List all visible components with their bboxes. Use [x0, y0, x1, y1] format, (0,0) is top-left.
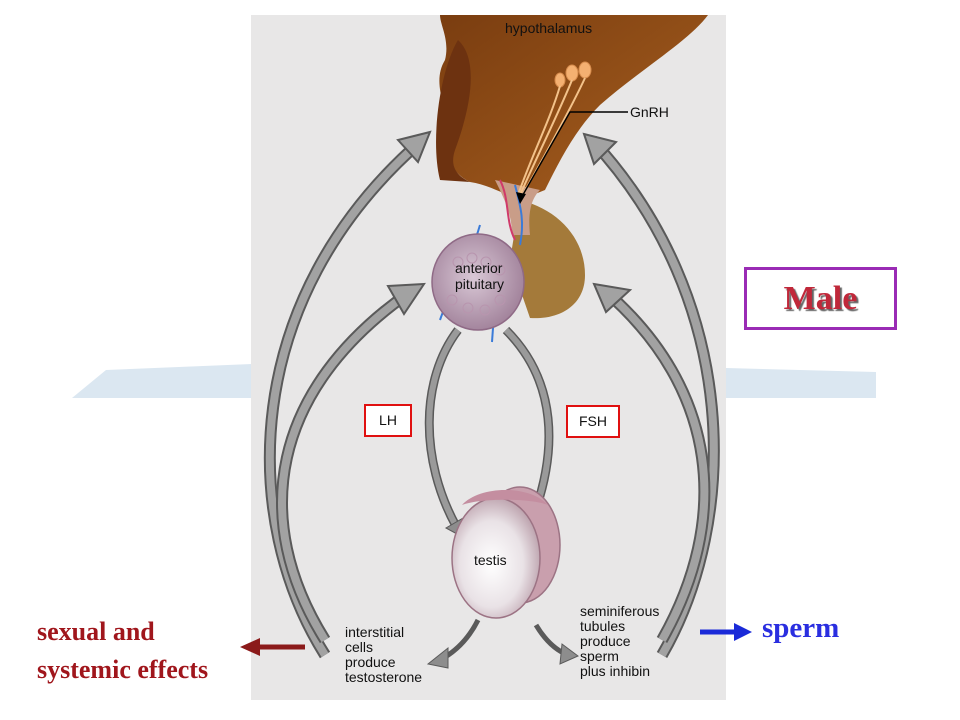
- seminiferous-line: plus inhibin: [580, 663, 651, 679]
- background-band-right: [726, 368, 876, 398]
- sexual-effects-text-line2: systemic effects: [37, 655, 209, 684]
- sperm-text: sperm: [762, 612, 840, 644]
- sexual-effects-text-line1: sexual and: [37, 617, 155, 646]
- interstitial-cells-label: interstitial cells produce testosterone: [345, 625, 422, 685]
- anterior-pituitary-label-line2: pituitary: [455, 276, 505, 292]
- background-band-left: [72, 364, 252, 398]
- testis-label: testis: [474, 552, 507, 568]
- hypothalamus-label: hypothalamus: [505, 20, 593, 36]
- to-seminiferous-arrow: [533, 623, 579, 665]
- testis-cap: [462, 490, 548, 505]
- gnrh-neurons: [554, 61, 592, 88]
- interstitial-line: interstitial: [345, 624, 405, 640]
- feedback-arrow-inner-left: [276, 287, 414, 644]
- lh-box: LH: [364, 404, 412, 437]
- interstitial-line: produce: [345, 654, 396, 670]
- feedback-arrowhead-inner-left: [386, 282, 426, 316]
- seminiferous-line: seminiferous: [580, 603, 660, 619]
- interstitial-line: cells: [345, 639, 374, 655]
- feedback-arrowhead-outer-left: [396, 130, 432, 164]
- fsh-box: FSH: [566, 405, 620, 438]
- pituitary-stalk: [495, 180, 540, 235]
- feedback-arrowhead-outer-right: [582, 132, 618, 166]
- male-title: Male: [783, 279, 858, 317]
- gnrh-pointer: [516, 111, 628, 204]
- hypothalamus-lobe: [436, 40, 471, 182]
- interstitial-line: testosterone: [345, 669, 423, 685]
- feedback-arrow-inner-right: [600, 285, 711, 643]
- seminiferous-tubules-label: seminiferous tubules produce sperm plus …: [580, 604, 659, 679]
- seminiferous-line: tubules: [580, 618, 626, 634]
- gnrh-label: GnRH: [630, 104, 669, 120]
- pituitary-texture: [446, 252, 506, 316]
- seminiferous-line: sperm: [580, 648, 619, 664]
- sexual-effects-arrow: [240, 638, 305, 656]
- to-interstitial-arrow: [426, 618, 481, 669]
- feedback-arrowhead-inner-right: [592, 282, 633, 314]
- sperm-arrow: [700, 623, 752, 641]
- hypothalamus-shape: [439, 15, 708, 200]
- anterior-pituitary-label-line1: anterior: [455, 260, 503, 276]
- seminiferous-line: produce: [580, 633, 631, 649]
- male-title-box: Male: [744, 267, 897, 330]
